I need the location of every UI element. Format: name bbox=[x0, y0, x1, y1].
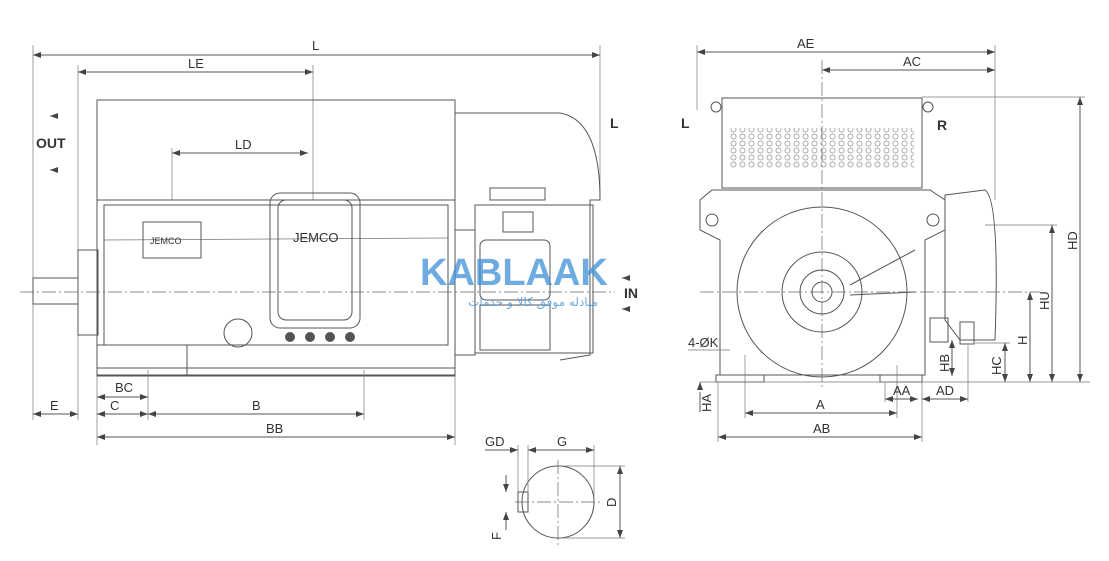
watermark-tagline: مبادله موفق کالا و خدمات bbox=[468, 295, 598, 310]
terminal-box bbox=[269, 192, 361, 329]
watermark-brand: KABLAAK bbox=[420, 252, 608, 294]
dim-e: E bbox=[50, 398, 59, 413]
dim-bb: BB bbox=[266, 421, 283, 436]
dim-ld: LD bbox=[235, 137, 252, 152]
end-left-label: L bbox=[681, 115, 690, 131]
top-cooler bbox=[721, 97, 923, 189]
dim-gd: GD bbox=[485, 434, 505, 449]
nameplate-small-text: JEMCO bbox=[150, 236, 182, 246]
dim-ac: AC bbox=[903, 54, 921, 69]
dim-aa: AA bbox=[893, 383, 911, 398]
side-view: L LE LD OUT IN L JEMCO JEMCO bbox=[20, 38, 638, 445]
dim-le: LE bbox=[188, 56, 204, 71]
dim-k: 4-ØK bbox=[688, 335, 719, 350]
dim-d: D bbox=[604, 498, 619, 507]
dim-ab: AB bbox=[813, 421, 830, 436]
dim-hb: HB bbox=[937, 354, 952, 372]
dim-g: G bbox=[557, 434, 567, 449]
dim-bc: BC bbox=[115, 380, 133, 395]
dim-hu: HU bbox=[1037, 291, 1052, 310]
dim-ha: HA bbox=[699, 394, 714, 412]
in-label: IN bbox=[624, 285, 638, 301]
dim-ae: AE bbox=[797, 36, 815, 51]
nameplate-small bbox=[142, 221, 202, 259]
stator-frame bbox=[96, 199, 456, 376]
end-frame bbox=[699, 189, 946, 376]
top-hood bbox=[96, 99, 456, 201]
dim-ad: AD bbox=[936, 383, 954, 398]
side-terminal-box bbox=[944, 189, 997, 341]
dim-l: L bbox=[312, 38, 319, 53]
out-label: OUT bbox=[36, 135, 66, 151]
side-l-mark: L bbox=[610, 115, 619, 131]
end-view: AE AC L R HD HU H HC HB bbox=[681, 36, 1090, 442]
dim-h: H bbox=[1015, 336, 1030, 345]
shaft-key-detail: GD G D F bbox=[485, 434, 625, 545]
shaft bbox=[32, 277, 79, 305]
watermark-logo: KABLAAK مبادله موفق کالا و خدمات bbox=[420, 252, 608, 310]
dim-hc: HC bbox=[989, 356, 1004, 375]
dim-f: F bbox=[489, 532, 504, 540]
nameplate-large-text: JEMCO bbox=[293, 230, 339, 245]
end-right-label: R bbox=[937, 117, 947, 133]
air-duct bbox=[455, 112, 601, 361]
dim-hd: HD bbox=[1065, 231, 1080, 250]
dim-a: A bbox=[816, 397, 825, 412]
dim-c: C bbox=[110, 398, 119, 413]
dim-b: B bbox=[252, 398, 261, 413]
